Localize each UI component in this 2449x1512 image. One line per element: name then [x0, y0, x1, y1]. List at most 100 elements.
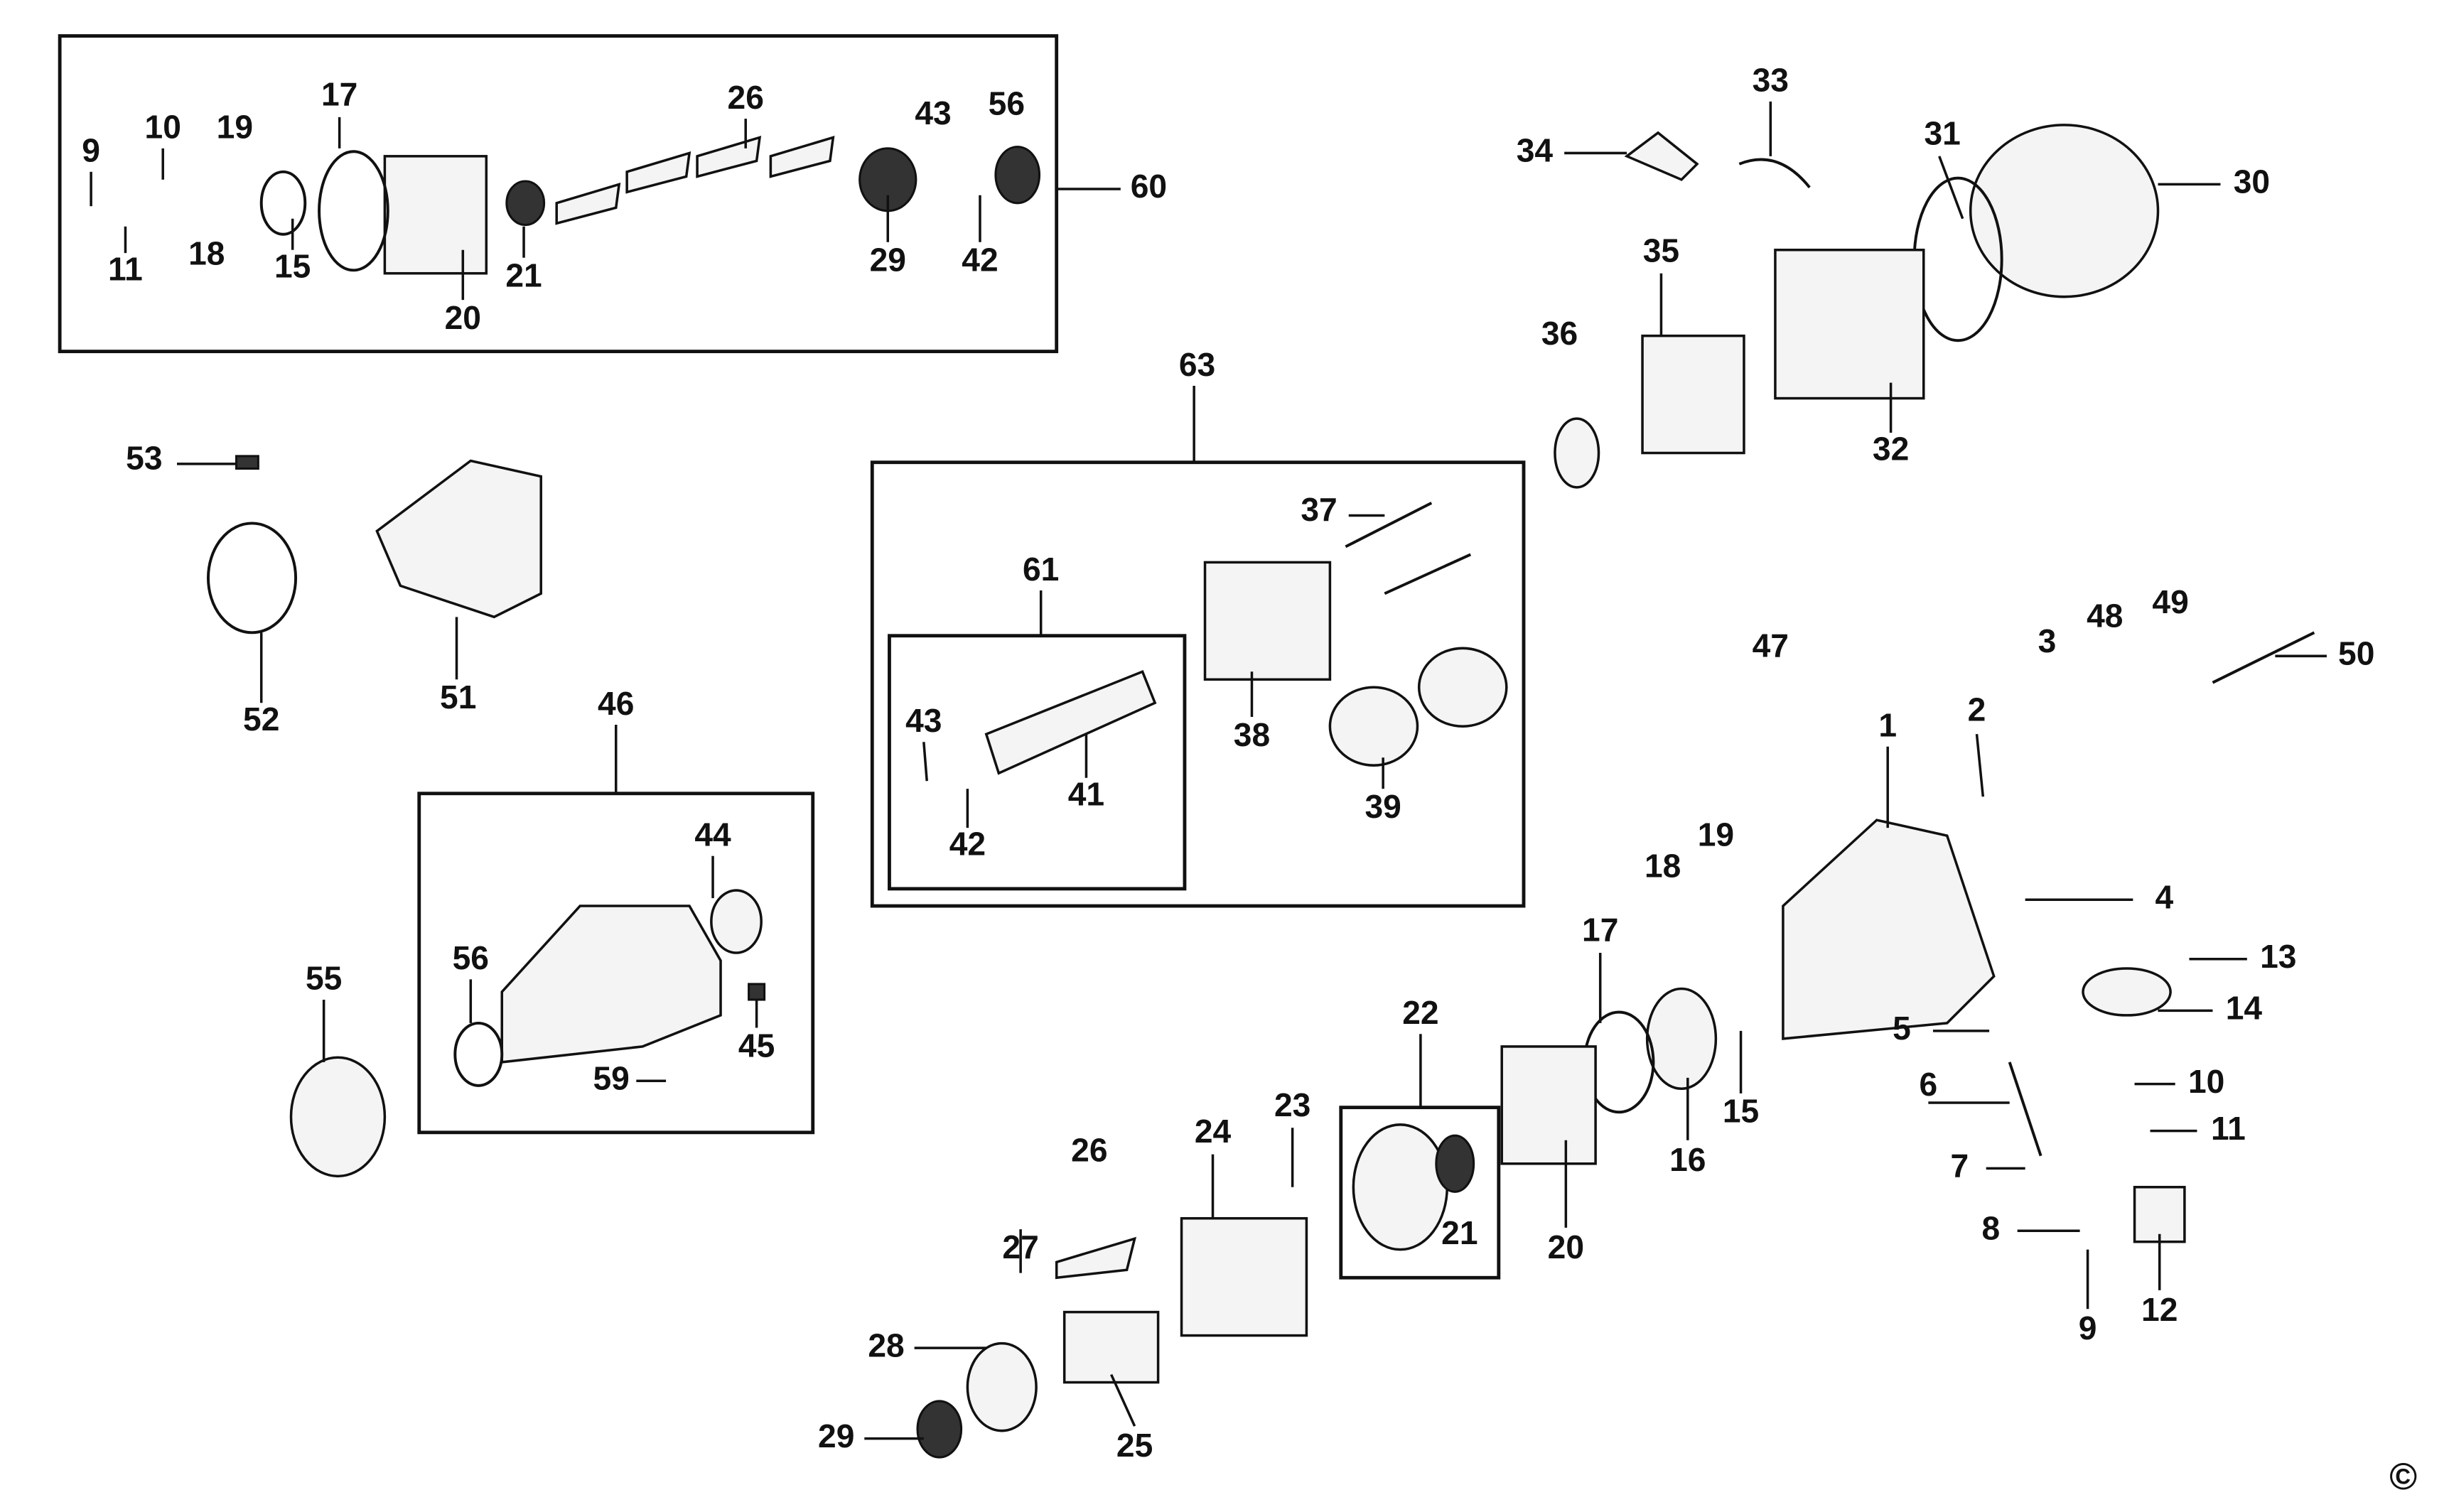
part-label: 1 — [1878, 707, 1897, 744]
leader-line — [1975, 734, 1985, 797]
ring-nut-55 — [289, 1056, 387, 1178]
part-label: 44 — [694, 816, 731, 853]
part-label: 27 — [1002, 1228, 1038, 1265]
part-label: 18 — [1645, 847, 1681, 884]
part-label: 15 — [1723, 1093, 1759, 1130]
bracket-34 — [1624, 131, 1699, 181]
part-label: 31 — [1924, 114, 1960, 151]
part-label: 9 — [82, 132, 100, 169]
part-label: 45 — [738, 1027, 775, 1064]
o-ring-15-box — [259, 170, 307, 236]
group-box-63 — [870, 460, 1526, 908]
part-label: 17 — [321, 75, 357, 112]
part-label: 19 — [1698, 816, 1734, 853]
rod-6 — [2008, 1062, 2042, 1157]
part-label: 24 — [1195, 1113, 1232, 1150]
gasket-20 — [1500, 1045, 1597, 1165]
part-label: 63 — [1179, 346, 1215, 383]
part-label: 56 — [453, 939, 489, 976]
part-label: 12 — [2141, 1291, 2178, 1328]
part-label: 43 — [915, 94, 951, 131]
bearing-29 — [916, 1400, 963, 1459]
vane-26 — [1055, 1236, 1137, 1280]
part-label: 17 — [1582, 912, 1618, 949]
part-label: 53 — [126, 440, 162, 477]
part-label: 56 — [989, 85, 1025, 122]
o-ring-17-box — [318, 150, 389, 272]
seal-56 — [453, 1021, 504, 1087]
leader-lines — [90, 101, 2327, 1440]
part-label: 28 — [868, 1327, 904, 1364]
part-label: 49 — [2152, 583, 2188, 620]
part-label: 29 — [870, 242, 906, 279]
part-label: 59 — [593, 1059, 629, 1096]
leader-line — [1938, 156, 1964, 220]
part-label: 5 — [1893, 1010, 1911, 1047]
part-label: 39 — [1365, 788, 1401, 825]
hammer-case-46 — [500, 904, 722, 1064]
hammer-39b — [1417, 647, 1508, 728]
part-label: 26 — [728, 79, 764, 116]
part-label: 50 — [2338, 634, 2374, 671]
part-label: 60 — [1131, 168, 1167, 205]
bearing-21-box — [505, 180, 546, 227]
part-label: 13 — [2260, 938, 2296, 975]
part-label: 51 — [440, 679, 476, 716]
part-label: 47 — [1753, 627, 1789, 664]
part-label: 16 — [1669, 1141, 1706, 1178]
part-label: 37 — [1301, 491, 1337, 528]
pin-37b — [1384, 553, 1472, 595]
part-label: 11 — [2211, 1110, 2246, 1147]
cylinder-24 — [1180, 1216, 1308, 1337]
part-label: 26 — [1071, 1132, 1107, 1169]
anvil-41 — [984, 670, 1157, 775]
part-label: 10 — [2188, 1063, 2224, 1100]
main-housing-1 — [1782, 819, 1996, 1040]
part-label: 22 — [1402, 994, 1438, 1031]
part-label: 10 — [145, 109, 181, 146]
part-label: 38 — [1234, 716, 1270, 753]
part-label: 55 — [306, 960, 342, 997]
part-label: 42 — [949, 826, 986, 863]
gasket-35 — [1641, 334, 1745, 455]
part-label: 11 — [108, 251, 143, 288]
hammer-frame-38 — [1203, 561, 1332, 681]
seal-56-box — [994, 146, 1041, 205]
part-label: 29 — [818, 1418, 854, 1454]
group-boxes — [58, 34, 1526, 1280]
part-label: 9 — [2079, 1310, 2097, 1346]
part-label: 14 — [2226, 990, 2263, 1027]
part-label: 33 — [1753, 62, 1789, 99]
rear-plate-22 — [1352, 1123, 1449, 1251]
part-label: 2 — [1968, 691, 1986, 728]
part-label: 4 — [2155, 878, 2173, 915]
part-label: 42 — [962, 242, 998, 279]
part-label: 61 — [1023, 551, 1059, 588]
rotor-25 — [1062, 1310, 1160, 1384]
part-label: 19 — [217, 109, 253, 146]
inlet-12 — [2133, 1185, 2186, 1243]
hammer-39 — [1328, 686, 1419, 767]
copyright-mark: © — [2389, 1456, 2417, 1498]
clamp-band-52 — [206, 522, 298, 634]
part-label: 48 — [2087, 598, 2123, 634]
bearing-21 — [1435, 1134, 1475, 1193]
part-label: 43 — [905, 702, 942, 739]
bushing-44 — [710, 889, 763, 954]
part-label: 7 — [1950, 1148, 1969, 1184]
part-label: 52 — [243, 701, 279, 738]
clip-33 — [1738, 158, 1811, 189]
parts — [206, 124, 2315, 1459]
part-label: 30 — [2234, 163, 2270, 200]
part-label: 6 — [1920, 1066, 1938, 1103]
pin-37 — [1345, 502, 1433, 549]
valve-14 — [2082, 967, 2172, 1017]
plug-45 — [748, 983, 766, 1001]
group-box-61 — [888, 634, 1187, 891]
part-label: 25 — [1116, 1427, 1153, 1464]
gasket-20-box — [383, 155, 488, 275]
leader-line — [922, 742, 928, 782]
vanes-26-box — [555, 135, 835, 225]
